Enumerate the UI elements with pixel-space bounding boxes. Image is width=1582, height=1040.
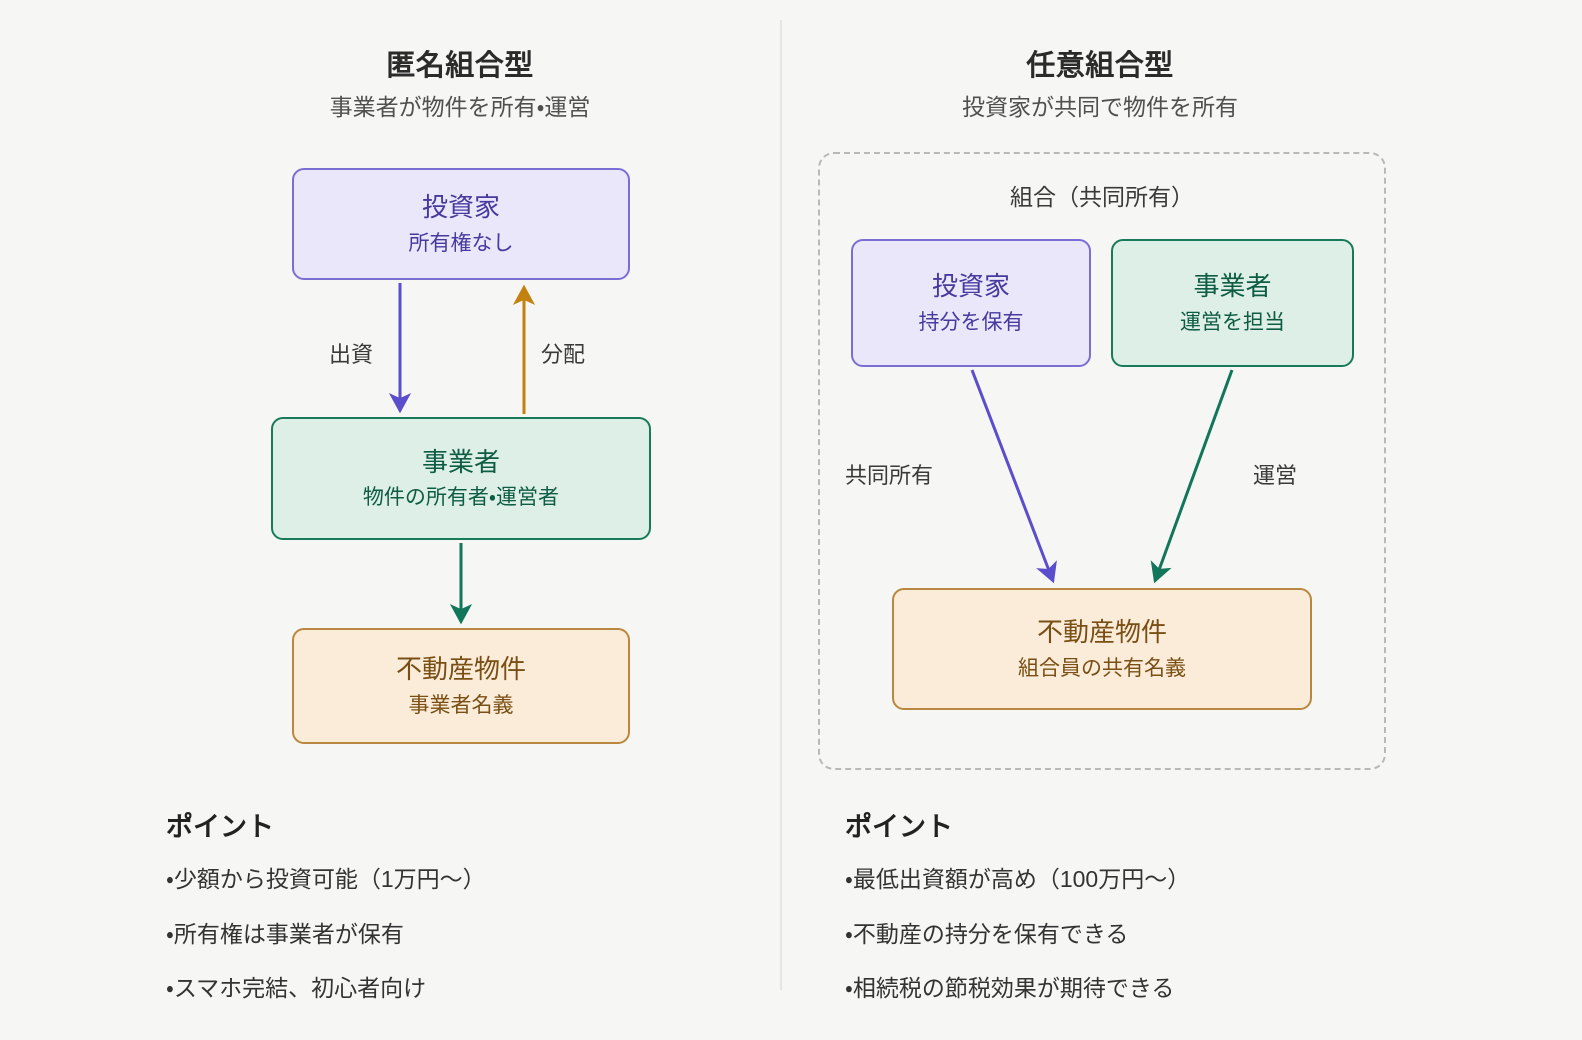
left-point-item-2: ・所有権は事業者が保有: [166, 920, 404, 947]
left-node-operator-title: 事業者: [421, 446, 500, 477]
left-node-property-title: 不動産物件: [395, 654, 526, 685]
left-node-investor[interactable]: 投資家 所有権なし: [292, 168, 630, 280]
right-node-investor-sub: 持分を保有: [918, 310, 1024, 334]
left-edge-label-investment: 出資: [329, 342, 374, 367]
right-points-section: ポイント ・最低出資額が高め（100万円〜） ・不動産の持分を保有できる ・相続…: [845, 805, 1405, 1003]
right-column-subtitle: 投資家が共同で物件を所有: [962, 94, 1238, 120]
left-node-operator[interactable]: 事業者 物件の所有者・運営者: [271, 417, 651, 540]
left-points-section: ポイント ・少額から投資可能（1万円〜） ・所有権は事業者が保有 ・スマホ完結、…: [166, 805, 726, 1003]
left-node-investor-title: 投資家: [421, 192, 500, 223]
right-node-property-title: 不動産物件: [1036, 617, 1167, 648]
left-point-item-1: ・少額から投資可能（1万円〜）: [166, 866, 486, 892]
column-divider: [780, 20, 782, 990]
right-point-item-3: ・相続税の節税効果が期待できる: [845, 975, 1175, 1002]
right-node-property-sub: 組合員の共有名義: [1018, 656, 1186, 680]
right-node-investor[interactable]: 投資家 持分を保有: [851, 239, 1091, 367]
right-node-property[interactable]: 不動産物件 組合員の共有名義: [892, 588, 1312, 710]
right-edge-label-operation: 運営: [1253, 463, 1298, 488]
left-column-subtitle: 事業者が物件を所有・運営: [329, 94, 591, 120]
right-node-operator[interactable]: 事業者 運営を担当: [1111, 239, 1354, 367]
left-column-title: 匿名組合型: [386, 50, 534, 82]
left-node-operator-sub: 物件の所有者・運営者: [362, 486, 560, 510]
right-edge-label-co-ownership: 共同所有: [845, 463, 934, 488]
right-column-title: 任意組合型: [1026, 50, 1174, 82]
right-node-operator-sub: 運営を担当: [1180, 310, 1285, 334]
left-node-property[interactable]: 不動産物件 事業者名義: [292, 628, 630, 744]
left-point-item-3: ・スマホ完結、初心者向け: [166, 975, 427, 1002]
right-point-item-2: ・不動産の持分を保有できる: [845, 920, 1129, 947]
right-group-container: [818, 152, 1386, 770]
left-node-investor-sub: 所有権なし: [408, 231, 514, 255]
right-node-investor-title: 投資家: [931, 271, 1010, 302]
right-node-operator-title: 事業者: [1193, 271, 1272, 302]
right-group-label: 組合（共同所有）: [1010, 184, 1194, 210]
right-points-heading: ポイント: [845, 812, 953, 842]
left-edge-label-distribution: 分配: [541, 342, 586, 367]
left-points-heading: ポイント: [166, 812, 274, 842]
left-node-property-sub: 事業者名義: [408, 693, 514, 717]
right-point-item-1: ・最低出資額が高め（100万円〜）: [845, 866, 1191, 892]
